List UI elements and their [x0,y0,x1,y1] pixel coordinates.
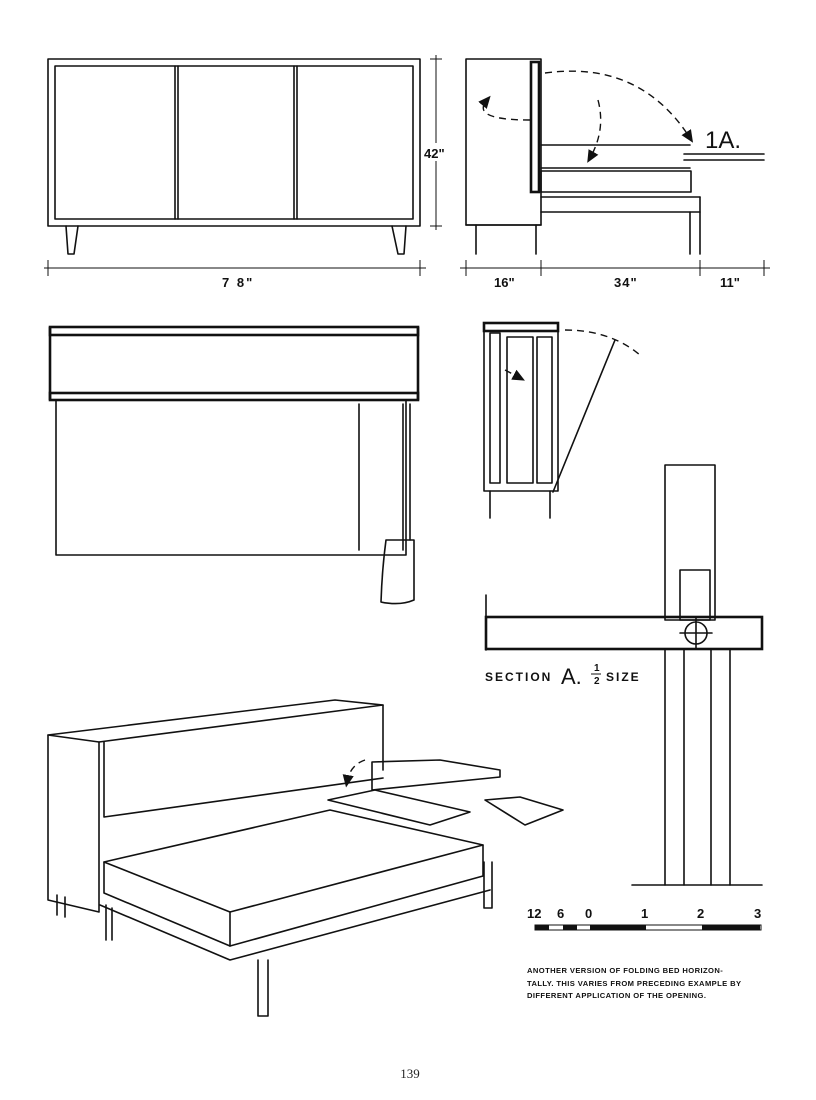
section-a-detail: SECTION A. 1 2 SIZE [484,464,764,886]
bed-depth-label: 34" [614,275,638,290]
leg [483,861,493,909]
fold-out-shelf-plan [380,539,415,605]
caption-line: ANOTHER VERSION OF FOLDING BED HORIZON- [527,966,724,975]
height-label: 42" [424,146,445,161]
scale-mark: 6 [557,906,566,921]
section-letter: A. [561,664,582,689]
scale-mark: 3 [754,906,763,921]
scale-mark: 1 [641,906,650,921]
swing-arc [342,759,366,788]
page-number: 139 [400,1066,420,1081]
tapered-leg [391,225,407,255]
folding-top-panel [529,60,541,194]
tapered-leg [65,225,79,255]
mattress-plan [55,399,407,556]
scale-denominator: 2 [594,676,600,687]
bolster [327,789,471,826]
swing-arc [564,329,641,356]
cabinet-closed-outline [483,322,559,492]
plan-view [48,325,420,605]
folded-mattress [506,336,534,484]
scale-bar: 12 6 0 1 2 3 [527,906,763,931]
fold-out-shelf-perspective [484,796,564,826]
hatched-cross-section [484,615,764,651]
mattress-top [103,809,484,913]
upright-member [664,464,716,621]
caption-line: TALLY. THIS VARIES FROM PRECEDING EXAMPL… [527,978,742,988]
cabinet-top [47,699,384,743]
caption-line: DIFFERENT APPLICATION OF THE OPENING. [527,991,707,1000]
scale-word: SIZE [606,670,641,684]
scale-numerator: 1 [594,663,600,674]
side-section-open: 1A. [465,58,765,255]
depth-dimension: 16" 34" 11" [460,260,770,290]
side-section-closed [482,321,641,519]
detail-marker: 1A. [705,127,741,154]
perspective-view [47,699,564,1017]
scale-mark: 0 [585,906,594,921]
cabinet-outer-outline [47,58,421,227]
width-label: 7 8" [222,275,254,290]
front-elevation [47,58,421,255]
swing-arc [587,99,602,163]
scale-mark: 12 [527,906,541,921]
swing-arc [478,95,531,121]
height-dimension: 42" [424,55,448,230]
side-depth-label: 16" [494,275,515,290]
shelf-depth-label: 11" [720,275,740,290]
cabinet-inner-outline [54,65,414,220]
opening-guide-line [552,339,616,493]
section-word: SECTION [485,670,552,684]
width-dimension: 7 8" [44,260,426,290]
scale-mark: 2 [697,906,706,921]
mattress-section [540,170,692,193]
armrest [371,759,501,791]
swing-arc [544,70,694,143]
figure-caption: ANOTHER VERSION OF FOLDING BED HORIZON- … [527,965,772,1003]
leg [257,959,269,1017]
